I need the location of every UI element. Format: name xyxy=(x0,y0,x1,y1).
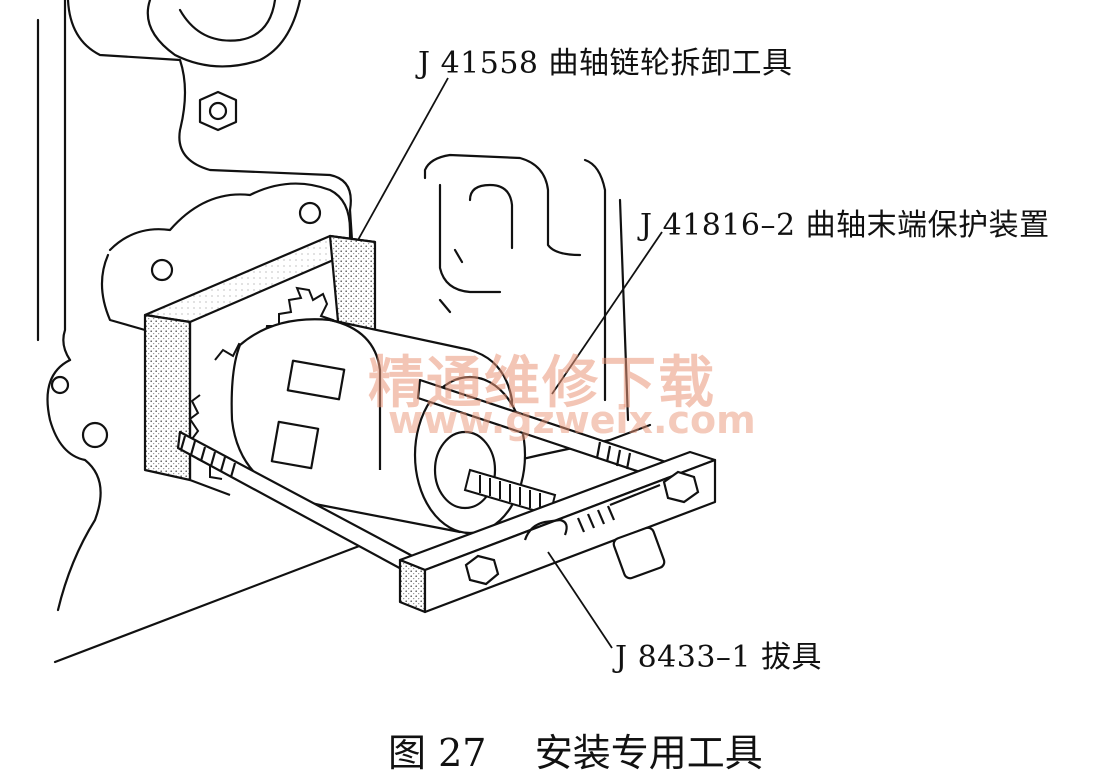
leader-puller xyxy=(547,551,613,649)
engine-boss xyxy=(438,248,464,314)
figure-caption: 图 27 安装专用工具 xyxy=(388,731,763,775)
leader-protector xyxy=(551,231,663,395)
bolt-center xyxy=(208,101,228,121)
crossbar-bolt xyxy=(464,554,500,586)
engine-boss xyxy=(618,198,630,422)
base-line xyxy=(53,538,377,664)
center-screw-head xyxy=(612,526,666,580)
engine-block-outline xyxy=(146,0,302,68)
flange-edge xyxy=(100,253,147,332)
engine-boss xyxy=(438,183,502,294)
watermark-text: 精通维修下载 xyxy=(368,351,716,416)
engine-boss xyxy=(583,158,607,402)
engine-block-outline xyxy=(36,0,72,362)
screw-thread xyxy=(479,475,541,511)
remover-plate-edge xyxy=(188,322,231,497)
engine-block-outline xyxy=(66,0,354,242)
crossbar-slot xyxy=(523,518,568,541)
flange-hole xyxy=(150,258,174,282)
rod-thread xyxy=(595,441,632,470)
bolt-head xyxy=(198,90,238,132)
flange-hole xyxy=(298,201,322,225)
engine-boss xyxy=(468,183,514,250)
puller-crossbar-face xyxy=(398,558,427,614)
leader-remover xyxy=(357,77,449,241)
engine-boss xyxy=(423,153,582,257)
flange-plate xyxy=(108,182,352,252)
label-puller: J 8433–1 拔具 xyxy=(615,640,823,675)
crossbar-slot xyxy=(609,483,661,507)
flange-edge xyxy=(46,358,102,612)
cylinder-window xyxy=(270,420,320,470)
cylinder-window xyxy=(286,359,346,401)
remover-plate-face xyxy=(143,313,192,482)
engine-block-outline xyxy=(178,0,277,42)
rod-thread xyxy=(179,435,237,478)
flange-hole xyxy=(50,375,70,395)
cylinder-edge xyxy=(329,318,382,470)
crossbar-bolt xyxy=(662,470,700,504)
label-crank-sprocket-remover: J 41558 曲轴链轮拆卸工具 xyxy=(418,46,793,81)
center-screw-thread xyxy=(576,505,616,533)
flange-hole xyxy=(81,421,109,449)
label-crank-end-protector: J 41816–2 曲轴末端保护装置 xyxy=(640,208,1050,243)
watermark-url: www.gzweix.com xyxy=(388,398,756,442)
